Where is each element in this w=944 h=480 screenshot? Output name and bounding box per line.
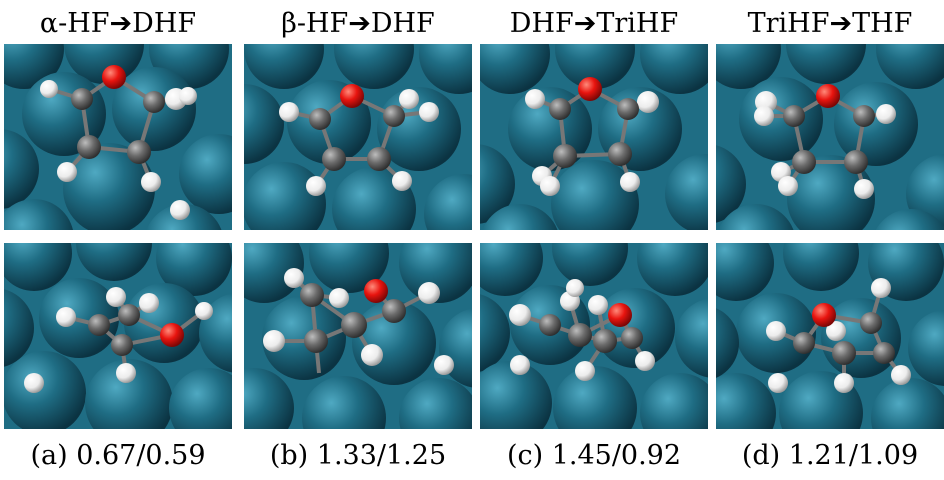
panel-column-a: α-HF➔DHF: [4, 0, 232, 480]
panel-d-top-svg: [716, 44, 944, 230]
panel-b-side-view: [244, 243, 472, 429]
molecule: [525, 77, 659, 196]
panel-a-side-svg: [4, 243, 232, 429]
panel-d-side-view: [716, 243, 944, 429]
panel-column-b: β-HF➔DHF: [244, 0, 472, 480]
panel-a-top-view: [4, 44, 232, 230]
surface-atoms: [716, 44, 944, 230]
molecule: [279, 84, 439, 196]
molecule: [263, 268, 454, 375]
panel-a-title: α-HF➔DHF: [39, 8, 197, 39]
panel-a-top-svg: [4, 44, 232, 230]
panel-column-c: DHF➔TriHF: [480, 0, 708, 480]
panel-d-caption: (d) 1.21/1.09: [741, 440, 919, 471]
surface-atoms: [4, 243, 232, 429]
panel-b-top-svg: [244, 44, 472, 230]
molecule: [509, 279, 655, 381]
surface-atoms: [480, 44, 708, 230]
molecule: [40, 65, 197, 220]
molecule: [24, 287, 213, 393]
molecule: [754, 84, 896, 199]
panel-b-caption: (b) 1.33/1.25: [269, 440, 447, 471]
panel-d-top-view: [716, 44, 944, 230]
panel-c-title: DHF➔TriHF: [509, 8, 679, 39]
panel-c-top-svg: [480, 44, 708, 230]
panel-d-side-svg: [716, 243, 944, 429]
panel-c-side-view: [480, 243, 708, 429]
panel-a-side-view: [4, 243, 232, 429]
surface-atoms: [244, 44, 472, 230]
panel-b-top-view: [244, 44, 472, 230]
panel-c-top-view: [480, 44, 708, 230]
panel-d-title: TriHF➔THF: [747, 8, 913, 39]
molecule: [766, 278, 911, 393]
panel-c-side-svg: [480, 243, 708, 429]
panel-c-caption: (c) 1.45/0.92: [506, 440, 682, 471]
panel-b-side-svg: [244, 243, 472, 429]
panel-a-caption: (a) 0.67/0.59: [30, 440, 206, 471]
panel-b-title: β-HF➔DHF: [281, 8, 435, 39]
panel-column-d: TriHF➔THF: [716, 0, 944, 480]
surface-atoms: [480, 243, 708, 429]
